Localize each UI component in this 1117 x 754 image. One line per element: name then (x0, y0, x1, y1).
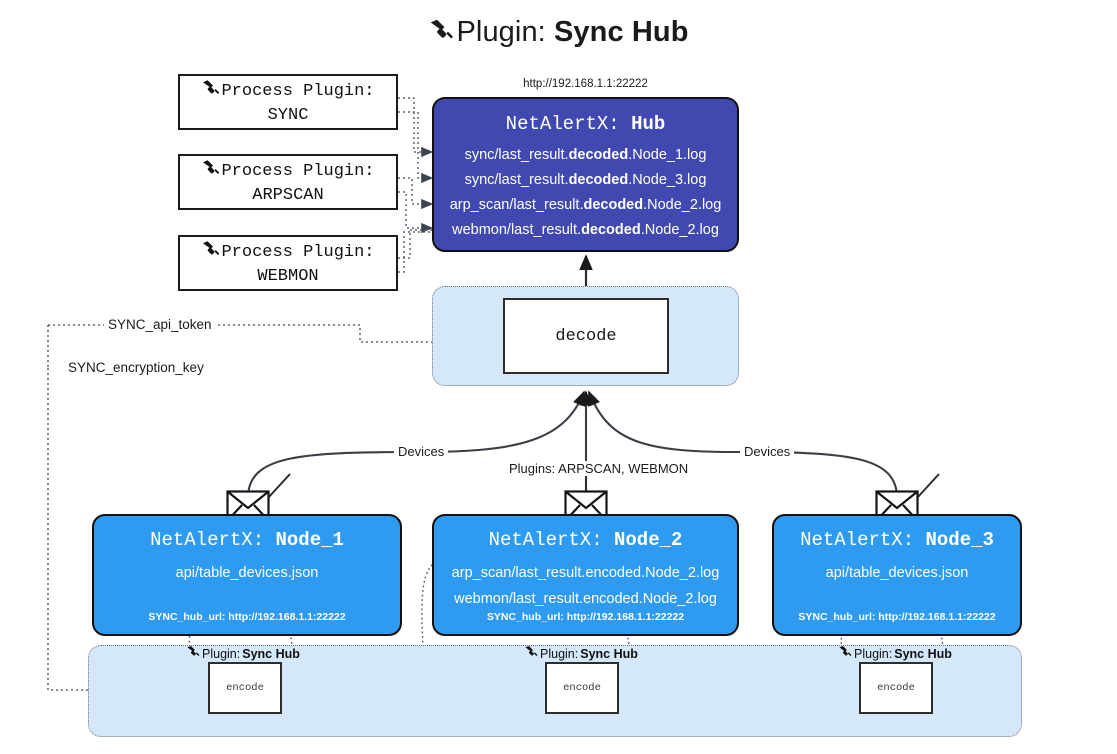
node-box-node-2[interactable]: NetAlertX: Node_2 arp_scan/last_result.e… (432, 514, 739, 636)
encode-caption-node-1: Plugin: Sync Hub (186, 645, 300, 662)
process-plugin-name: ARPSCAN (252, 185, 324, 205)
process-plugin-name: SYNC (267, 105, 309, 125)
edge-label-devices-right: Devices (740, 444, 795, 459)
hub-log-line: arp_scan/last_result.decoded.Node_2.log (449, 197, 722, 213)
hub-log-line: webmon/last_result.decoded.Node_2.log (452, 222, 719, 238)
plug-icon (428, 18, 454, 52)
process-plugin-box-arpscan[interactable]: Process Plugin: ARPSCAN (178, 154, 398, 210)
plug-icon (186, 645, 200, 662)
node-box-node-1[interactable]: NetAlertX: Node_1 api/table_devices.json… (92, 514, 402, 636)
hub-title: NetAlertX: Hub (434, 113, 737, 135)
encode-box-node-3[interactable]: encode (859, 662, 933, 714)
page-title-name: Sync Hub (553, 16, 689, 48)
edge-label-plugins-center: Plugins: ARPSCAN, WEBMON (505, 461, 693, 476)
hub-log-line: sync/last_result.decoded.Node_1.log (464, 147, 707, 163)
process-plugin-box-webmon[interactable]: Process Plugin: WEBMON (178, 235, 398, 291)
node-title: NetAlertX: Node_2 (488, 529, 683, 551)
encode-caption-node-3: Plugin: Sync Hub (838, 645, 952, 662)
page-title: Plugin: Sync Hub (0, 16, 1117, 52)
process-plugin-label: Process Plugin: (221, 81, 375, 101)
hub-log-list: sync/last_result.decoded.Node_1.log sync… (434, 143, 737, 243)
process-plugin-name: WEBMON (257, 266, 319, 286)
sync-encryption-key-label: SYNC_encryption_key (64, 360, 208, 375)
hub-box[interactable]: NetAlertX: Hub sync/last_result.decoded.… (432, 97, 739, 252)
hub-title-name: Hub (631, 113, 666, 135)
node-file-list: api/table_devices.json (94, 560, 400, 586)
process-plugin-box-sync[interactable]: Process Plugin: SYNC (178, 74, 398, 130)
node-title: NetAlertX: Node_1 (150, 529, 344, 551)
plug-icon (524, 645, 538, 662)
process-plugin-label: Process Plugin: (221, 242, 375, 262)
encode-caption-node-2: Plugin: Sync Hub (524, 645, 638, 662)
node-file-list: api/table_devices.json (774, 560, 1020, 586)
page-title-prefix: Plugin: (456, 16, 554, 48)
plug-icon (201, 240, 220, 267)
plug-icon (201, 159, 220, 186)
hub-url-label: http://192.168.1.1:22222 (523, 78, 648, 90)
node-file-line: arp_scan/last_result.encoded.Node_2.log (451, 565, 720, 581)
node-hub-url-label: SYNC_hub_url: http://192.168.1.1:22222 (798, 611, 996, 623)
sync-api-token-label: SYNC_api_token (104, 317, 216, 332)
node-file-list: arp_scan/last_result.encoded.Node_2.log … (434, 560, 737, 612)
node-title: NetAlertX: Node_3 (800, 529, 994, 551)
encode-box-node-2[interactable]: encode (545, 662, 619, 714)
hub-title-prefix: NetAlertX: (505, 113, 632, 135)
node-file-line: webmon/last_result.encoded.Node_2.log (454, 591, 717, 607)
plug-icon (201, 79, 220, 106)
node-box-node-3[interactable]: NetAlertX: Node_3 api/table_devices.json… (772, 514, 1022, 636)
hub-log-line: sync/last_result.decoded.Node_3.log (464, 172, 707, 188)
decode-box[interactable]: decode (503, 298, 669, 374)
edge-label-devices-left: Devices (394, 444, 449, 459)
node-hub-url-label: SYNC_hub_url: http://192.168.1.1:22222 (148, 611, 346, 623)
process-plugin-label: Process Plugin: (221, 161, 375, 181)
node-file-line: api/table_devices.json (175, 565, 319, 581)
plug-icon (838, 645, 852, 662)
encode-box-node-1[interactable]: encode (208, 662, 282, 714)
node-file-line: api/table_devices.json (825, 565, 969, 581)
node-hub-url-label: SYNC_hub_url: http://192.168.1.1:22222 (486, 611, 685, 623)
